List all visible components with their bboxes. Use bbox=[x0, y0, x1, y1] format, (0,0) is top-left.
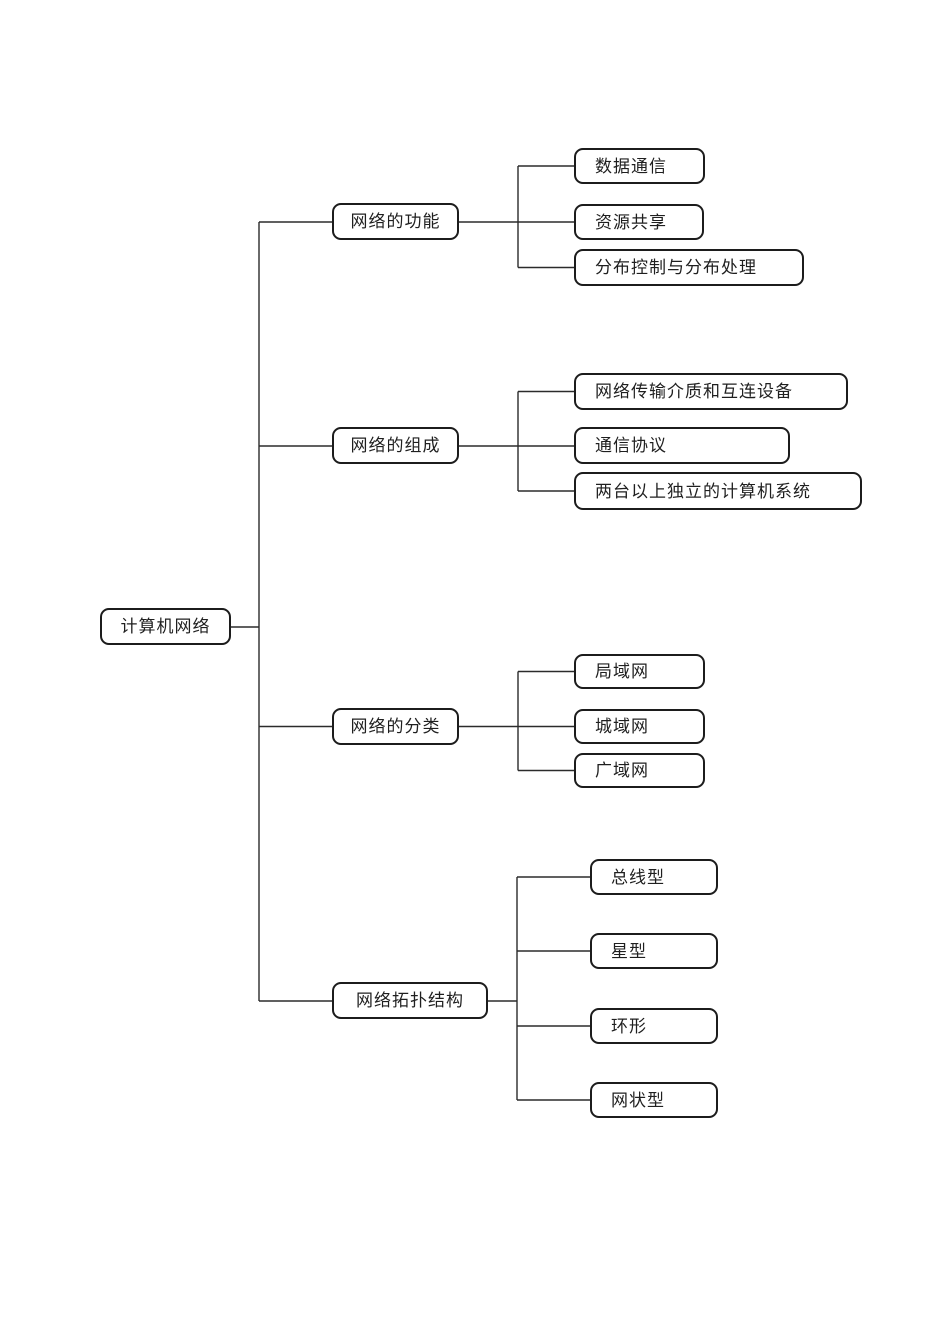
node-label: 星型 bbox=[611, 941, 647, 961]
node-label: 总线型 bbox=[611, 867, 665, 887]
node-label: 城域网 bbox=[595, 717, 649, 736]
node-label: 分布控制与分布处理 bbox=[595, 258, 757, 277]
node-network-classification: 网络的分类 bbox=[332, 708, 459, 745]
node-bus-topology: 总线型 bbox=[590, 859, 718, 895]
node-resource-sharing: 资源共享 bbox=[574, 204, 704, 240]
node-label: 网络的组成 bbox=[350, 436, 441, 455]
node-label: 网络传输介质和互连设备 bbox=[595, 382, 793, 401]
node-label: 资源共享 bbox=[595, 212, 667, 232]
node-independent-computer-systems: 两台以上独立的计算机系统 bbox=[574, 472, 862, 510]
node-communication-protocol: 通信协议 bbox=[574, 427, 790, 464]
node-distributed-control-processing: 分布控制与分布处理 bbox=[574, 249, 804, 286]
node-network-functions: 网络的功能 bbox=[332, 203, 459, 240]
node-label: 计算机网络 bbox=[120, 617, 211, 636]
node-label: 通信协议 bbox=[595, 436, 667, 455]
node-computer-network: 计算机网络 bbox=[100, 608, 231, 645]
node-star-topology: 星型 bbox=[590, 933, 718, 969]
node-label: 局域网 bbox=[595, 662, 649, 681]
node-label: 数据通信 bbox=[595, 156, 667, 176]
node-label: 网络拓扑结构 bbox=[356, 991, 464, 1010]
node-label: 网络的分类 bbox=[350, 717, 441, 736]
node-label: 广域网 bbox=[595, 761, 649, 780]
node-mesh-topology: 网状型 bbox=[590, 1082, 718, 1118]
node-network-composition: 网络的组成 bbox=[332, 427, 459, 464]
node-lan: 局域网 bbox=[574, 654, 705, 689]
node-ring-topology: 环形 bbox=[590, 1008, 718, 1044]
node-label: 环形 bbox=[611, 1016, 647, 1036]
node-label: 网络的功能 bbox=[350, 212, 441, 231]
node-wan: 广域网 bbox=[574, 753, 705, 788]
node-man: 城域网 bbox=[574, 709, 705, 744]
node-network-topology: 网络拓扑结构 bbox=[332, 982, 488, 1019]
node-data-communication: 数据通信 bbox=[574, 148, 705, 184]
node-label: 两台以上独立的计算机系统 bbox=[595, 481, 811, 501]
node-transmission-media-devices: 网络传输介质和互连设备 bbox=[574, 373, 848, 410]
node-label: 网状型 bbox=[611, 1090, 665, 1110]
